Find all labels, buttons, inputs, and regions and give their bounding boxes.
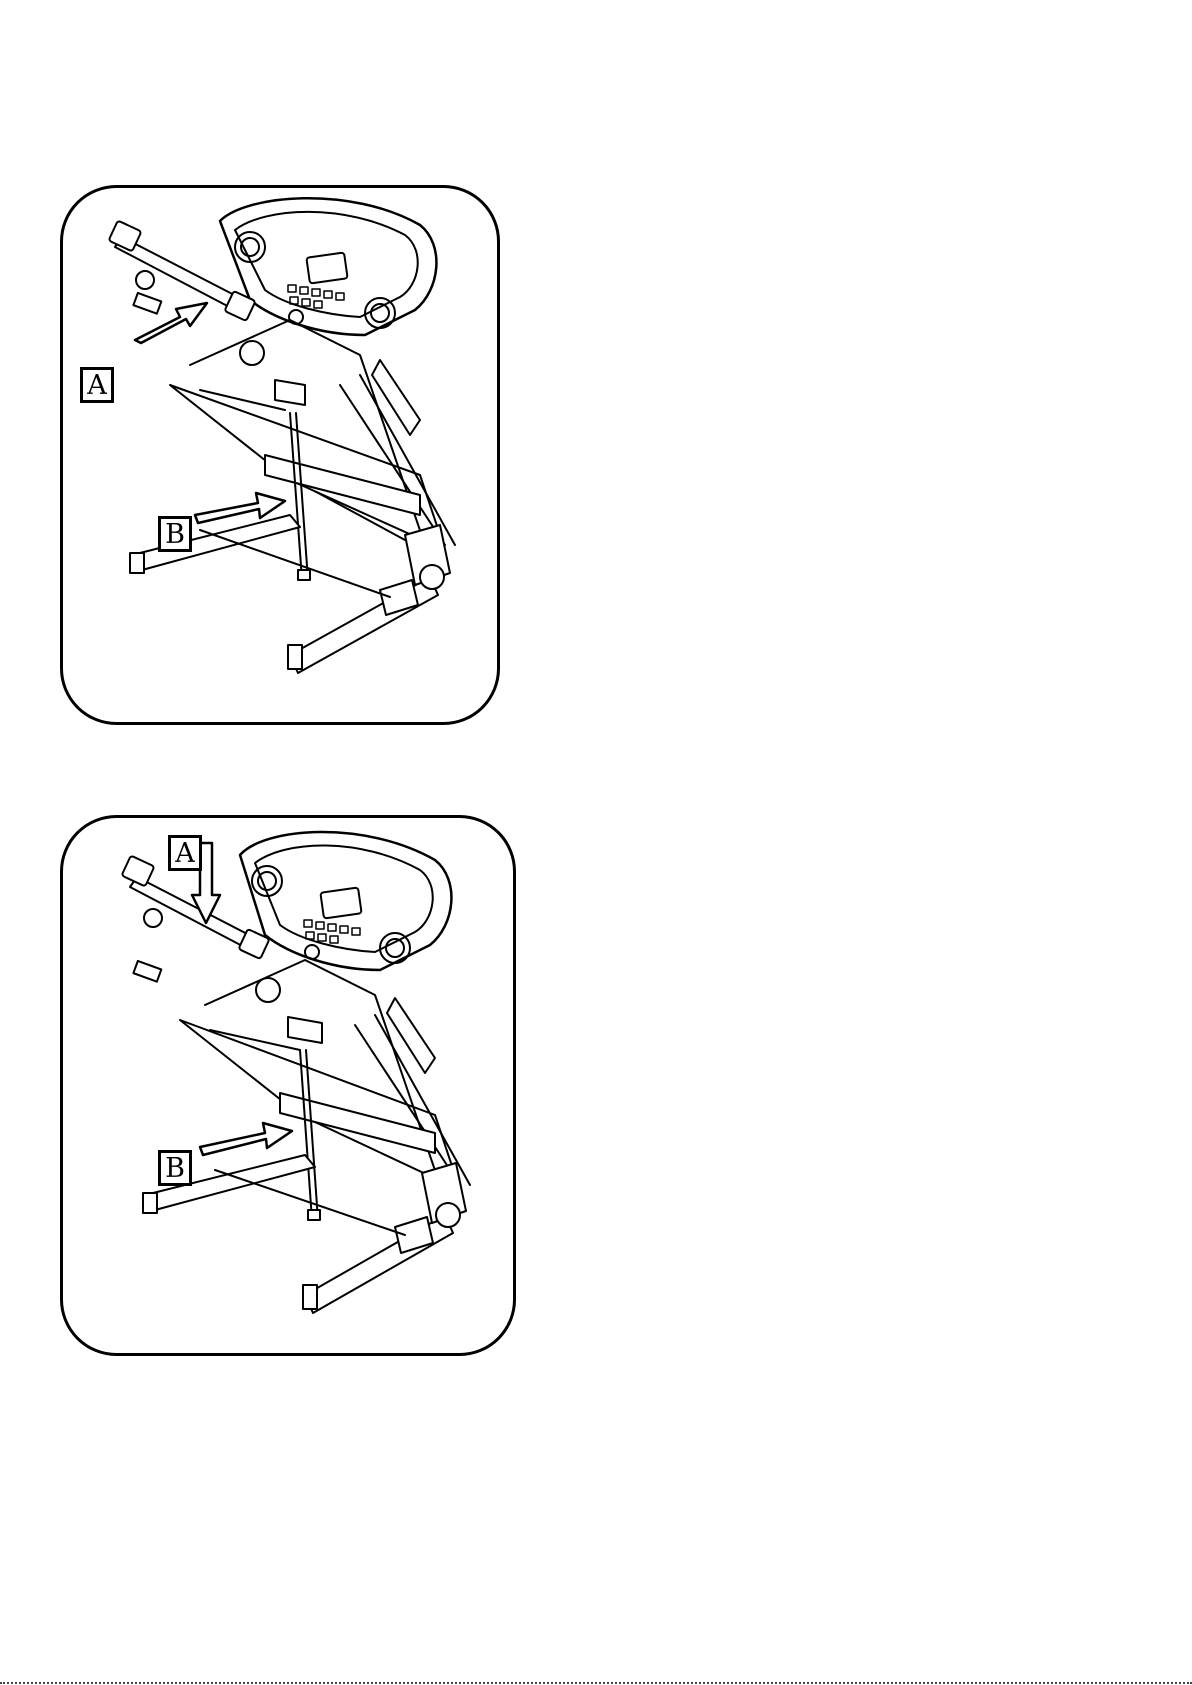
callout-b: B	[158, 1150, 192, 1186]
treadmill-illustration-icon	[60, 815, 516, 1356]
callout-b: B	[158, 516, 192, 552]
callout-a: A	[80, 367, 114, 403]
callout-a: A	[168, 835, 202, 871]
figure-panel-2: A B	[60, 815, 516, 1356]
page-bottom-rule	[0, 1682, 1192, 1684]
treadmill-illustration-icon	[60, 185, 500, 725]
figure-panel-1: A B	[60, 185, 500, 725]
